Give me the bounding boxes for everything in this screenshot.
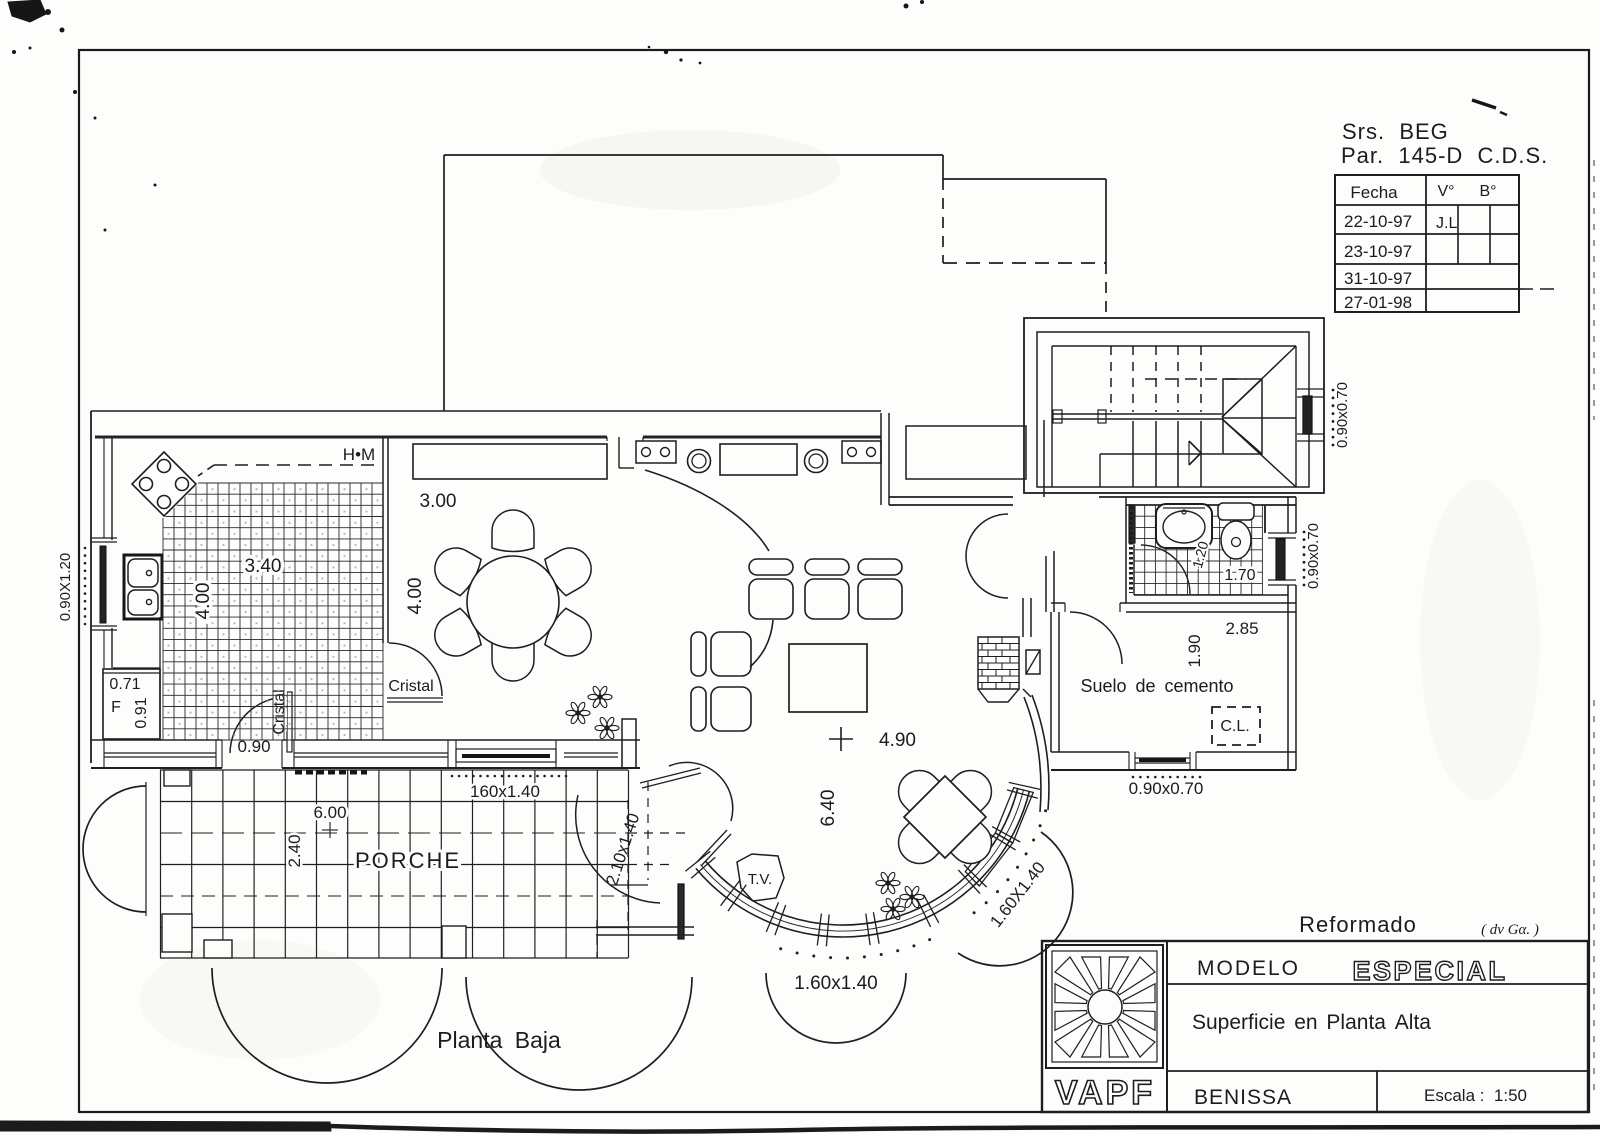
svg-text:6.00: 6.00 [313,803,346,822]
svg-text:1.60x1.40: 1.60x1.40 [794,973,877,994]
svg-text:1.90: 1.90 [1185,634,1204,667]
svg-text:6.40: 6.40 [818,790,839,827]
svg-text:VAPF: VAPF [1055,1074,1155,1112]
svg-text:0.71: 0.71 [109,676,140,693]
svg-text:Reformado: Reformado [1299,912,1417,937]
svg-text:3.40: 3.40 [245,556,282,577]
svg-text:0.90X1.20: 0.90X1.20 [57,553,74,621]
svg-text:Suelo de cemento: Suelo de cemento [1080,676,1233,696]
svg-text:H•M: H•M [343,445,375,464]
svg-text:4.00: 4.00 [405,578,426,615]
svg-text:2.40: 2.40 [285,834,304,867]
svg-text:V°: V° [1437,183,1454,200]
svg-text:F: F [111,699,121,716]
svg-text:27-01-98: 27-01-98 [1344,293,1412,312]
svg-text:Superficie en Planta Alta: Superficie en Planta Alta [1192,1011,1431,1034]
svg-text:4.00: 4.00 [193,583,214,620]
svg-text:3.00: 3.00 [420,491,457,512]
svg-text:1.70: 1.70 [1224,567,1255,584]
svg-text:0.90x0.70: 0.90x0.70 [1334,382,1351,448]
svg-text:J.L: J.L [1436,215,1457,232]
svg-text:PORCHE: PORCHE [355,848,461,873]
svg-text:Escala : 1:50: Escala : 1:50 [1424,1086,1527,1105]
svg-text:Par. 145-D C.D.S.: Par. 145-D C.D.S. [1341,143,1548,168]
svg-text:23-10-97: 23-10-97 [1344,242,1412,261]
svg-text:0.90: 0.90 [237,737,270,756]
svg-text:Cristal: Cristal [388,678,433,695]
svg-text:Cristal: Cristal [271,689,288,734]
svg-text:T.V.: T.V. [748,871,772,888]
svg-text:BENISSA: BENISSA [1194,1086,1292,1109]
svg-text:B°: B° [1479,183,1496,200]
svg-text:160x1.40: 160x1.40 [470,782,540,801]
svg-text:( dν Gα. ): ( dν Gα. ) [1481,922,1539,938]
svg-text:0.90x0.70: 0.90x0.70 [1129,779,1204,798]
svg-text:Srs. BEG: Srs. BEG [1342,119,1449,144]
svg-text:Fecha: Fecha [1350,183,1398,202]
svg-text:0.90x0.70: 0.90x0.70 [1305,523,1322,589]
svg-text:0.91: 0.91 [133,697,150,728]
svg-text:ESPECIAL: ESPECIAL [1352,956,1507,986]
svg-text:Planta Baja: Planta Baja [437,1027,561,1053]
svg-text:MODELO: MODELO [1197,957,1300,980]
svg-text:4.90: 4.90 [879,730,916,751]
svg-text:C.L.: C.L. [1220,718,1249,735]
svg-text:2.85: 2.85 [1225,619,1258,638]
svg-text:22-10-97: 22-10-97 [1344,212,1412,231]
svg-text:31-10-97: 31-10-97 [1344,269,1412,288]
